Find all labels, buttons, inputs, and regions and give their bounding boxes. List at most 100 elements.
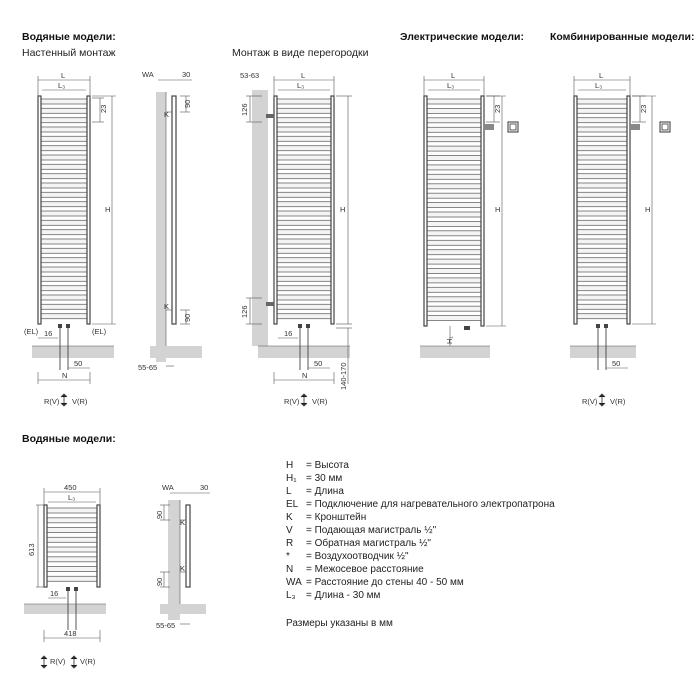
dim-50-4: 50	[612, 359, 620, 368]
label-RV-5: R(V)	[50, 657, 66, 666]
radiator-bar	[576, 191, 628, 198]
dim-EL-right: (EL)	[92, 327, 107, 336]
radiator-partition-mount: 53-63 L L₃ 126 126 H 16 50 N	[240, 71, 352, 407]
radiator-bar	[426, 98, 482, 105]
legend-key: *	[286, 551, 290, 562]
radiator-bar	[576, 266, 628, 273]
dim-H1: H₁	[445, 336, 454, 344]
radiator-bar	[40, 285, 88, 292]
radiator-bar	[40, 163, 88, 170]
radiator-electric: L L₃ 23 H H₁	[420, 71, 519, 358]
radiator-bar	[46, 575, 98, 582]
radiator-bar	[576, 294, 628, 301]
dim-L: L	[61, 71, 65, 80]
radiator-bar	[40, 266, 88, 273]
legend-key: R	[286, 538, 293, 549]
dim-90-small-bottom: 90	[155, 578, 164, 586]
dim-16-2: 16	[284, 329, 292, 338]
radiator-bar	[276, 219, 332, 226]
dim-50: 50	[74, 359, 82, 368]
dim-L3-2: L₃	[297, 81, 304, 90]
radiator-bar	[40, 145, 88, 152]
dim-16-5: 16	[50, 589, 58, 598]
radiator-bar	[426, 202, 482, 209]
radiator-combined: L L₃ 23 H 50 R(V) V(R)	[570, 71, 671, 407]
label-VR: V(R)	[72, 397, 88, 406]
radiator-bar	[426, 286, 482, 293]
dim-450: 450	[64, 483, 77, 492]
dim-WA: WA	[142, 70, 154, 79]
radiator-bar	[576, 285, 628, 292]
radiator-bar	[576, 275, 628, 282]
label-RV-2: R(V)	[284, 397, 300, 406]
radiator-bar	[426, 145, 482, 152]
dim-H-3: H	[495, 205, 500, 214]
radiator-bar	[276, 266, 332, 273]
legend-key: H	[286, 460, 293, 471]
radiator-bar	[576, 163, 628, 170]
legend-key: V	[286, 525, 293, 536]
dim-55-65-small: 55-65	[156, 621, 175, 630]
radiator-bar	[276, 247, 332, 254]
legend-text: = 30 мм	[306, 473, 342, 484]
radiator-bar	[276, 294, 332, 301]
legend-key: EL	[286, 499, 299, 510]
dim-L3-4: L₃	[595, 81, 602, 90]
radiator-bar	[40, 275, 88, 282]
radiator-bar	[576, 117, 628, 124]
legend-key: N	[286, 564, 293, 575]
dim-50-2: 50	[314, 359, 322, 368]
label-K-bottom: K	[164, 302, 169, 311]
dim-613: 613	[27, 543, 36, 556]
radiator-bar	[276, 201, 332, 208]
radiator-bar	[40, 191, 88, 198]
dim-N-2: N	[302, 371, 307, 380]
radiator-bar	[276, 182, 332, 189]
label-RV: R(V)	[44, 397, 60, 406]
legend-key: WA	[286, 577, 302, 588]
dim-23-3: 23	[493, 105, 502, 113]
radiator-bar	[40, 313, 88, 320]
radiator-bar	[46, 556, 98, 563]
radiator-bar	[576, 303, 628, 310]
legend-key: L₃	[286, 590, 296, 601]
dim-H: H	[105, 205, 110, 214]
radiator-bar	[576, 313, 628, 320]
radiator-bar	[276, 275, 332, 282]
legend-text: = Длина - 30 мм	[306, 590, 381, 601]
header-electric-models: Электрические модели:	[400, 31, 524, 43]
radiator-bar	[46, 517, 98, 524]
dim-L3-5: L₃	[68, 493, 75, 502]
dim-L-2: L	[301, 71, 305, 80]
radiator-bar	[276, 163, 332, 170]
radiator-bar	[40, 229, 88, 236]
radiator-bar	[40, 238, 88, 245]
radiator-bar	[426, 173, 482, 180]
label-VR-4: V(R)	[610, 397, 626, 406]
dim-90-top: 90	[183, 100, 192, 108]
radiator-bar	[426, 249, 482, 256]
radiator-bar	[46, 527, 98, 533]
radiator-bar	[40, 98, 88, 105]
dim-126-top: 126	[240, 103, 249, 116]
radiator-bar	[40, 126, 88, 133]
left-rail	[37, 95, 42, 325]
dim-418: 418	[64, 629, 77, 638]
radiator-bar	[40, 107, 88, 114]
radiator-bar	[576, 210, 628, 217]
radiator-bar	[40, 135, 88, 142]
dim-23: 23	[99, 105, 108, 113]
radiator-bar	[46, 507, 98, 514]
radiator-bar	[426, 117, 482, 124]
radiator-bar	[576, 107, 628, 114]
radiator-bar	[46, 536, 98, 543]
radiator-bar	[276, 238, 332, 245]
radiator-bar	[426, 164, 482, 171]
legend-text: = Длина	[306, 486, 344, 497]
radiator-bar	[40, 117, 88, 124]
radiator-bar	[276, 145, 332, 152]
radiator-bar	[276, 313, 332, 320]
dim-55-65: 55-65	[138, 363, 157, 372]
radiator-bar	[426, 183, 482, 190]
radiator-bar	[576, 173, 628, 180]
